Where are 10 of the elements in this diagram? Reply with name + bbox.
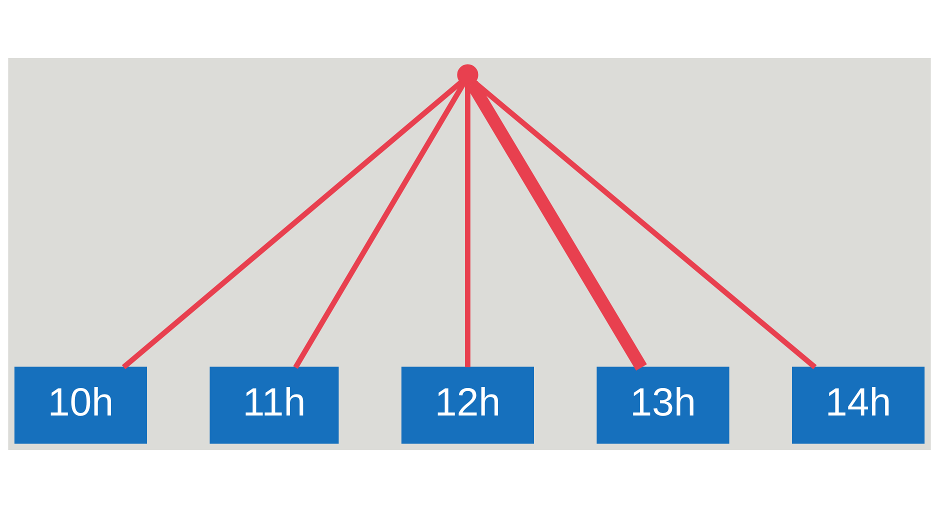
node-box: 12h xyxy=(401,366,534,444)
connector xyxy=(465,84,470,368)
node-box: 13h xyxy=(596,366,730,444)
connector xyxy=(122,80,463,370)
node-box: 11h xyxy=(210,366,339,444)
connector xyxy=(293,82,466,369)
node-box: 10h xyxy=(14,366,148,444)
node-box: 14h xyxy=(792,366,925,444)
connector xyxy=(472,80,817,370)
node-circle xyxy=(457,64,478,86)
